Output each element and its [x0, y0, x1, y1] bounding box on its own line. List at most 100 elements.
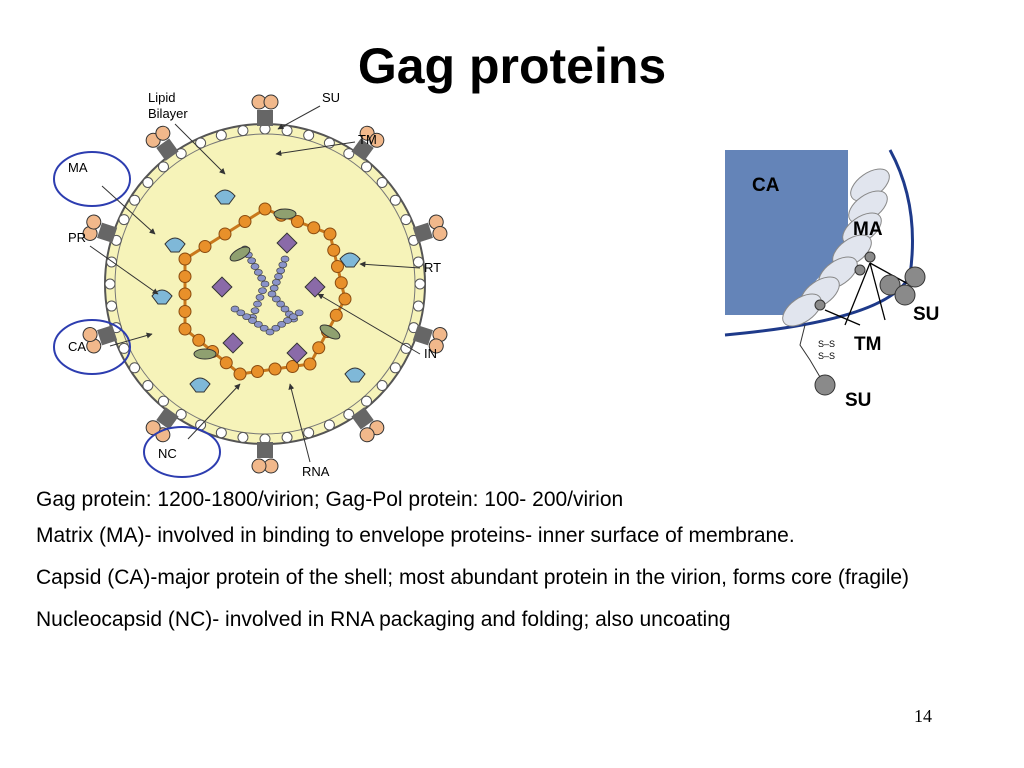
nc-bead — [276, 267, 286, 275]
env-spikes — [82, 94, 448, 474]
membrane-bead — [323, 419, 335, 431]
matrix-ellipses — [782, 168, 890, 327]
membrane-bead — [361, 395, 373, 407]
nc-bead — [250, 307, 260, 315]
nc-bead — [274, 273, 283, 280]
ss-label-1: S–S — [818, 339, 835, 349]
membrane-bead — [303, 427, 315, 439]
membrane-bead — [215, 427, 227, 439]
nc-bead — [257, 274, 267, 282]
capsid-bead — [178, 322, 192, 336]
nc-bead — [294, 309, 304, 317]
nc-bead — [236, 309, 246, 317]
membrane-detail-diagram: S–S S–S CA MA SU TM SU — [724, 149, 939, 410]
membrane-bead — [175, 148, 187, 160]
tm-label: TM — [358, 132, 377, 147]
membrane-bead — [343, 408, 355, 420]
nc-bead — [277, 320, 287, 328]
membrane-bead — [129, 362, 141, 374]
env-spike — [412, 214, 448, 243]
capsid-line: Capsid (CA)-major protein of the shell; … — [36, 566, 910, 589]
nc-label: NC — [158, 446, 177, 461]
membrane-bead — [281, 125, 293, 137]
membrane-bead — [400, 214, 412, 226]
capsid-bead — [331, 260, 344, 273]
membrane-bead — [376, 380, 388, 392]
capsid-bead — [323, 227, 337, 241]
nc-bead — [271, 295, 281, 303]
nc-bead — [280, 255, 290, 263]
env-spike — [82, 325, 118, 354]
env-knobs — [814, 251, 926, 396]
membrane-bead — [389, 194, 401, 206]
membrane-bead — [142, 176, 154, 188]
membrane-bead — [215, 129, 227, 141]
capsid-bead — [219, 356, 233, 370]
membrane-bead — [414, 278, 426, 290]
nc-bead — [271, 278, 281, 286]
capsid-bead — [286, 360, 299, 373]
gag-count-line: Gag protein: 1200-1800/virion; Gag-Pol p… — [36, 488, 624, 511]
nc-bead — [258, 287, 267, 295]
nc-highlight-circle — [143, 426, 221, 478]
membrane-bead — [104, 278, 116, 290]
membrane-bead — [118, 214, 130, 226]
su-label-right-top: SU — [913, 304, 939, 325]
membrane-bead — [237, 125, 249, 137]
nc-bead — [230, 305, 240, 313]
capsid-bead — [291, 215, 304, 228]
env-spike — [145, 125, 179, 161]
membrane-bead — [129, 194, 141, 206]
membrane-bead — [412, 256, 424, 268]
su-label: SU — [322, 90, 340, 105]
virion-particle — [82, 94, 448, 474]
nc-bead — [255, 293, 265, 301]
capsid-bead — [327, 243, 341, 257]
rna-label: RNA — [302, 464, 330, 479]
ma-highlight-circle — [53, 151, 131, 207]
integrase-proteins — [211, 232, 326, 364]
ca-label-right: CA — [752, 175, 780, 196]
capsid-bead — [329, 308, 343, 322]
in-label: IN — [424, 346, 437, 361]
ca-highlight-circle — [53, 319, 131, 375]
membrane-bead — [303, 129, 315, 141]
capsid-bead — [233, 367, 247, 381]
membrane-bead — [281, 431, 293, 443]
nc-bead — [280, 305, 290, 313]
reverse-transcriptase — [151, 189, 366, 393]
nc-bead — [247, 257, 257, 265]
nc-bead — [260, 280, 270, 288]
env-spike — [251, 94, 279, 126]
su-label-right-bottom: SU — [845, 390, 871, 410]
nc-bead — [253, 268, 263, 276]
slide-title: Gag proteins — [357, 38, 667, 94]
membrane-bead — [361, 161, 373, 173]
env-spike — [251, 442, 279, 474]
membrane-beads — [104, 123, 426, 445]
env-spike — [351, 125, 385, 161]
membrane-bead — [157, 395, 169, 407]
capsid-bead — [192, 333, 206, 347]
matrix-line: Matrix (MA)- involved in binding to enve… — [36, 524, 795, 547]
env-spike — [351, 407, 385, 443]
nc-bead — [288, 313, 298, 321]
capsid-bead — [338, 292, 352, 306]
membrane-bead — [237, 431, 249, 443]
ss-label-2: S–S — [818, 351, 835, 361]
membrane-bead — [376, 176, 388, 188]
ma-label-right: MA — [853, 219, 883, 240]
membrane-bead — [175, 408, 187, 420]
rt-label: RT — [424, 260, 441, 275]
matrix-ellipse — [782, 293, 822, 327]
nc-bead — [271, 324, 281, 332]
ma-label: MA — [68, 160, 88, 175]
matrix-ovals — [193, 208, 341, 360]
membrane-bead — [157, 161, 169, 173]
nc-bead — [278, 261, 288, 269]
membrane-bead — [343, 148, 355, 160]
nc-bead — [276, 300, 286, 308]
nucleocapsid-line: Nucleocapsid (NC)- involved in RNA packa… — [36, 608, 731, 631]
capsid-bead — [218, 227, 232, 241]
membrane-bead — [389, 362, 401, 374]
